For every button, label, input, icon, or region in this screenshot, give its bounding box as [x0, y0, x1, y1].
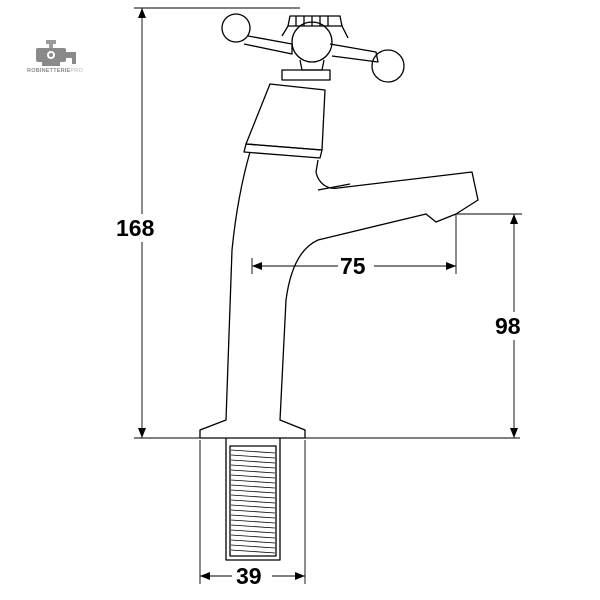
dim-spout-reach: 75 — [340, 253, 366, 279]
threaded-shank — [225, 438, 281, 561]
dimension-lines — [134, 7, 522, 584]
logo-suffix: PRO — [70, 68, 83, 74]
cross-handle — [221, 13, 405, 83]
dim-total-height: 168 — [116, 215, 155, 241]
spout-body — [199, 151, 479, 439]
dim-base-width: 39 — [236, 563, 262, 589]
bonnet — [243, 83, 326, 159]
faucet-logo-icon — [36, 40, 76, 66]
dimension-arrows — [138, 8, 518, 580]
dim-spout-height: 98 — [495, 313, 521, 339]
logo-brand: ROBINETTERIE — [27, 68, 71, 74]
logo-wordmark: ROBINETTERIEPRO — [10, 68, 100, 74]
